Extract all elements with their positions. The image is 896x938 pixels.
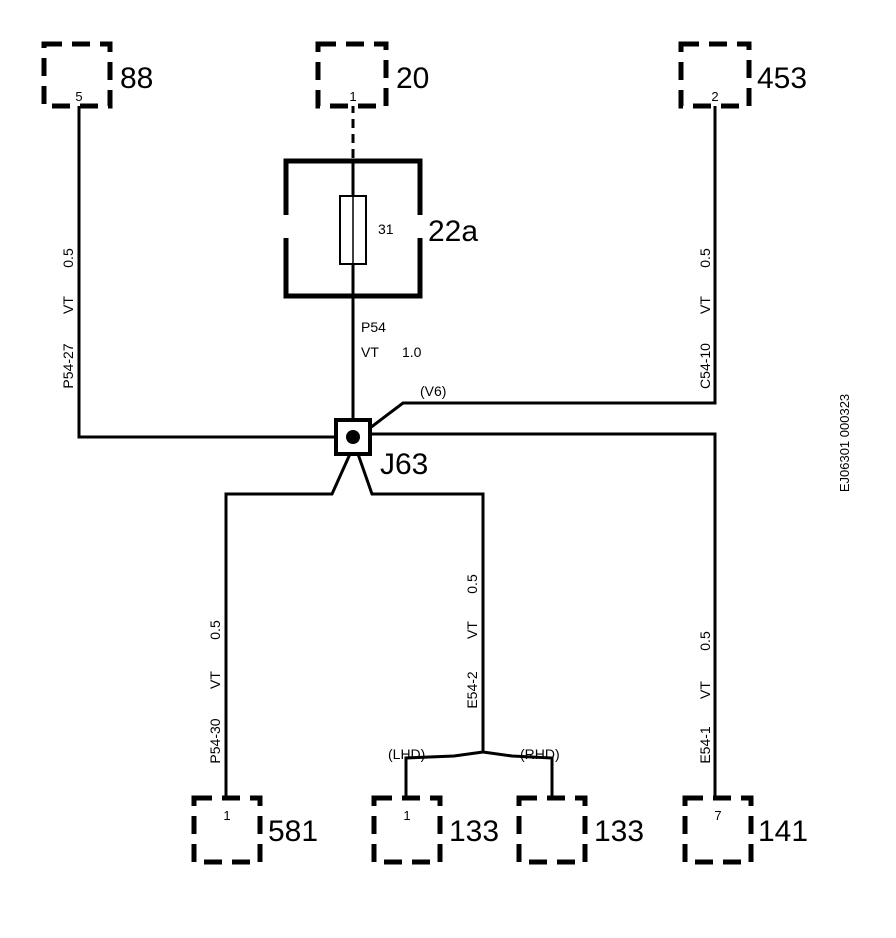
wire-e54-2-color: VT (464, 621, 480, 639)
connector-133-lhd: 1 133 (371, 795, 499, 865)
connector-141-label: 141 (758, 815, 808, 848)
connector-20-label: 20 (396, 62, 429, 95)
variant-lhd-label: (LHD) (388, 746, 425, 762)
fuse-number: 31 (378, 221, 394, 237)
wire-e54-2-terminal: E54-2 (464, 671, 480, 709)
connector-141-pin: 7 (714, 808, 721, 823)
wire-c54-10-size: 0.5 (697, 248, 713, 268)
fuse-box-label: 22a (428, 215, 478, 248)
wire-e54-1-size: 0.5 (697, 631, 713, 651)
wire-branch-rhd (482, 750, 554, 808)
connector-133-rhd-label: 133 (594, 815, 644, 848)
wire-p54-27 (77, 104, 340, 439)
wire-p54-30-terminal: P54-30 (207, 718, 223, 763)
wire-p54-size: 1.0 (402, 344, 422, 360)
wire-e54-1 (370, 432, 717, 808)
wire-e54-2 (356, 453, 485, 752)
wire-branch-lhd (404, 750, 484, 808)
wire-e54-2-size: 0.5 (464, 574, 480, 594)
variant-rhd-label: (RHD) (520, 746, 560, 762)
wire-p54-color: VT (361, 344, 379, 360)
connector-133-lhd-pin: 1 (403, 808, 410, 823)
wire-p54-30 (224, 453, 352, 808)
connector-453-pin: 2 (711, 89, 718, 104)
wire-p54-terminal: P54 (361, 319, 386, 335)
wire-c54-10-terminal: C54-10 (697, 343, 713, 389)
wire-c54-10-color: VT (697, 296, 713, 314)
wire-p54-30-size: 0.5 (207, 620, 223, 640)
connector-453: 2 453 (678, 41, 807, 109)
connector-88: 5 88 (41, 41, 153, 109)
wire-p54-27-terminal: P54-27 (60, 343, 76, 388)
connector-88-label: 88 (120, 62, 153, 95)
connector-20: 1 20 (315, 41, 429, 109)
connector-141: 7 141 (682, 795, 808, 865)
connector-581-label: 581 (268, 815, 318, 848)
connector-20-pin: 1 (349, 89, 356, 104)
wire-c54-10-variant: (V6) (420, 383, 446, 399)
connector-581-pin: 1 (223, 808, 230, 823)
connector-133-lhd-label: 133 (449, 815, 499, 848)
wire-e54-1-color: VT (697, 681, 713, 699)
wire-p54-30-color: VT (207, 671, 223, 689)
fuse-box-22a: 31 22a (282, 158, 478, 299)
junction-label: J63 (380, 448, 428, 481)
wire-c54-10 (369, 104, 717, 430)
document-code: EJ06301 000323 (837, 394, 852, 492)
wire-e54-1-terminal: E54-1 (697, 726, 713, 764)
connector-133-rhd: 133 (516, 795, 644, 865)
wire-p54-27-size: 0.5 (60, 248, 76, 268)
connector-453-label: 453 (757, 62, 807, 95)
connector-581: 1 581 (191, 795, 318, 865)
connector-88-pin: 5 (75, 89, 82, 104)
wire-p54-27-color: VT (60, 296, 76, 314)
junction-j63: J63 (334, 418, 428, 481)
junction-dot (346, 430, 360, 444)
